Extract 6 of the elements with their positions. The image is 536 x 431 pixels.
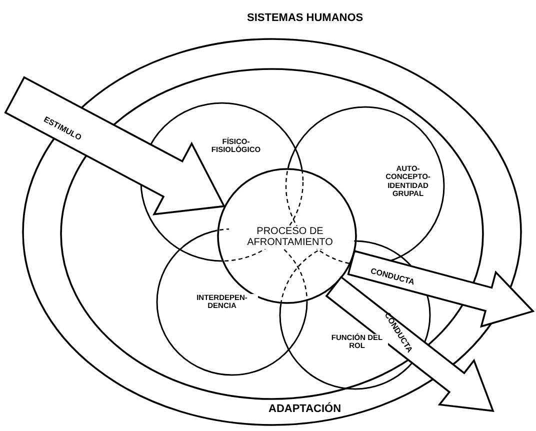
node-label: ADAPTACIÓN xyxy=(268,402,342,416)
block-arrow xyxy=(347,250,534,328)
node-label: PROCESO DE AFRONTAMIENTO xyxy=(229,226,351,248)
block-arrow xyxy=(325,276,494,412)
block-arrow xyxy=(4,76,225,216)
heading: SISTEMAS HUMANOS xyxy=(246,12,364,24)
